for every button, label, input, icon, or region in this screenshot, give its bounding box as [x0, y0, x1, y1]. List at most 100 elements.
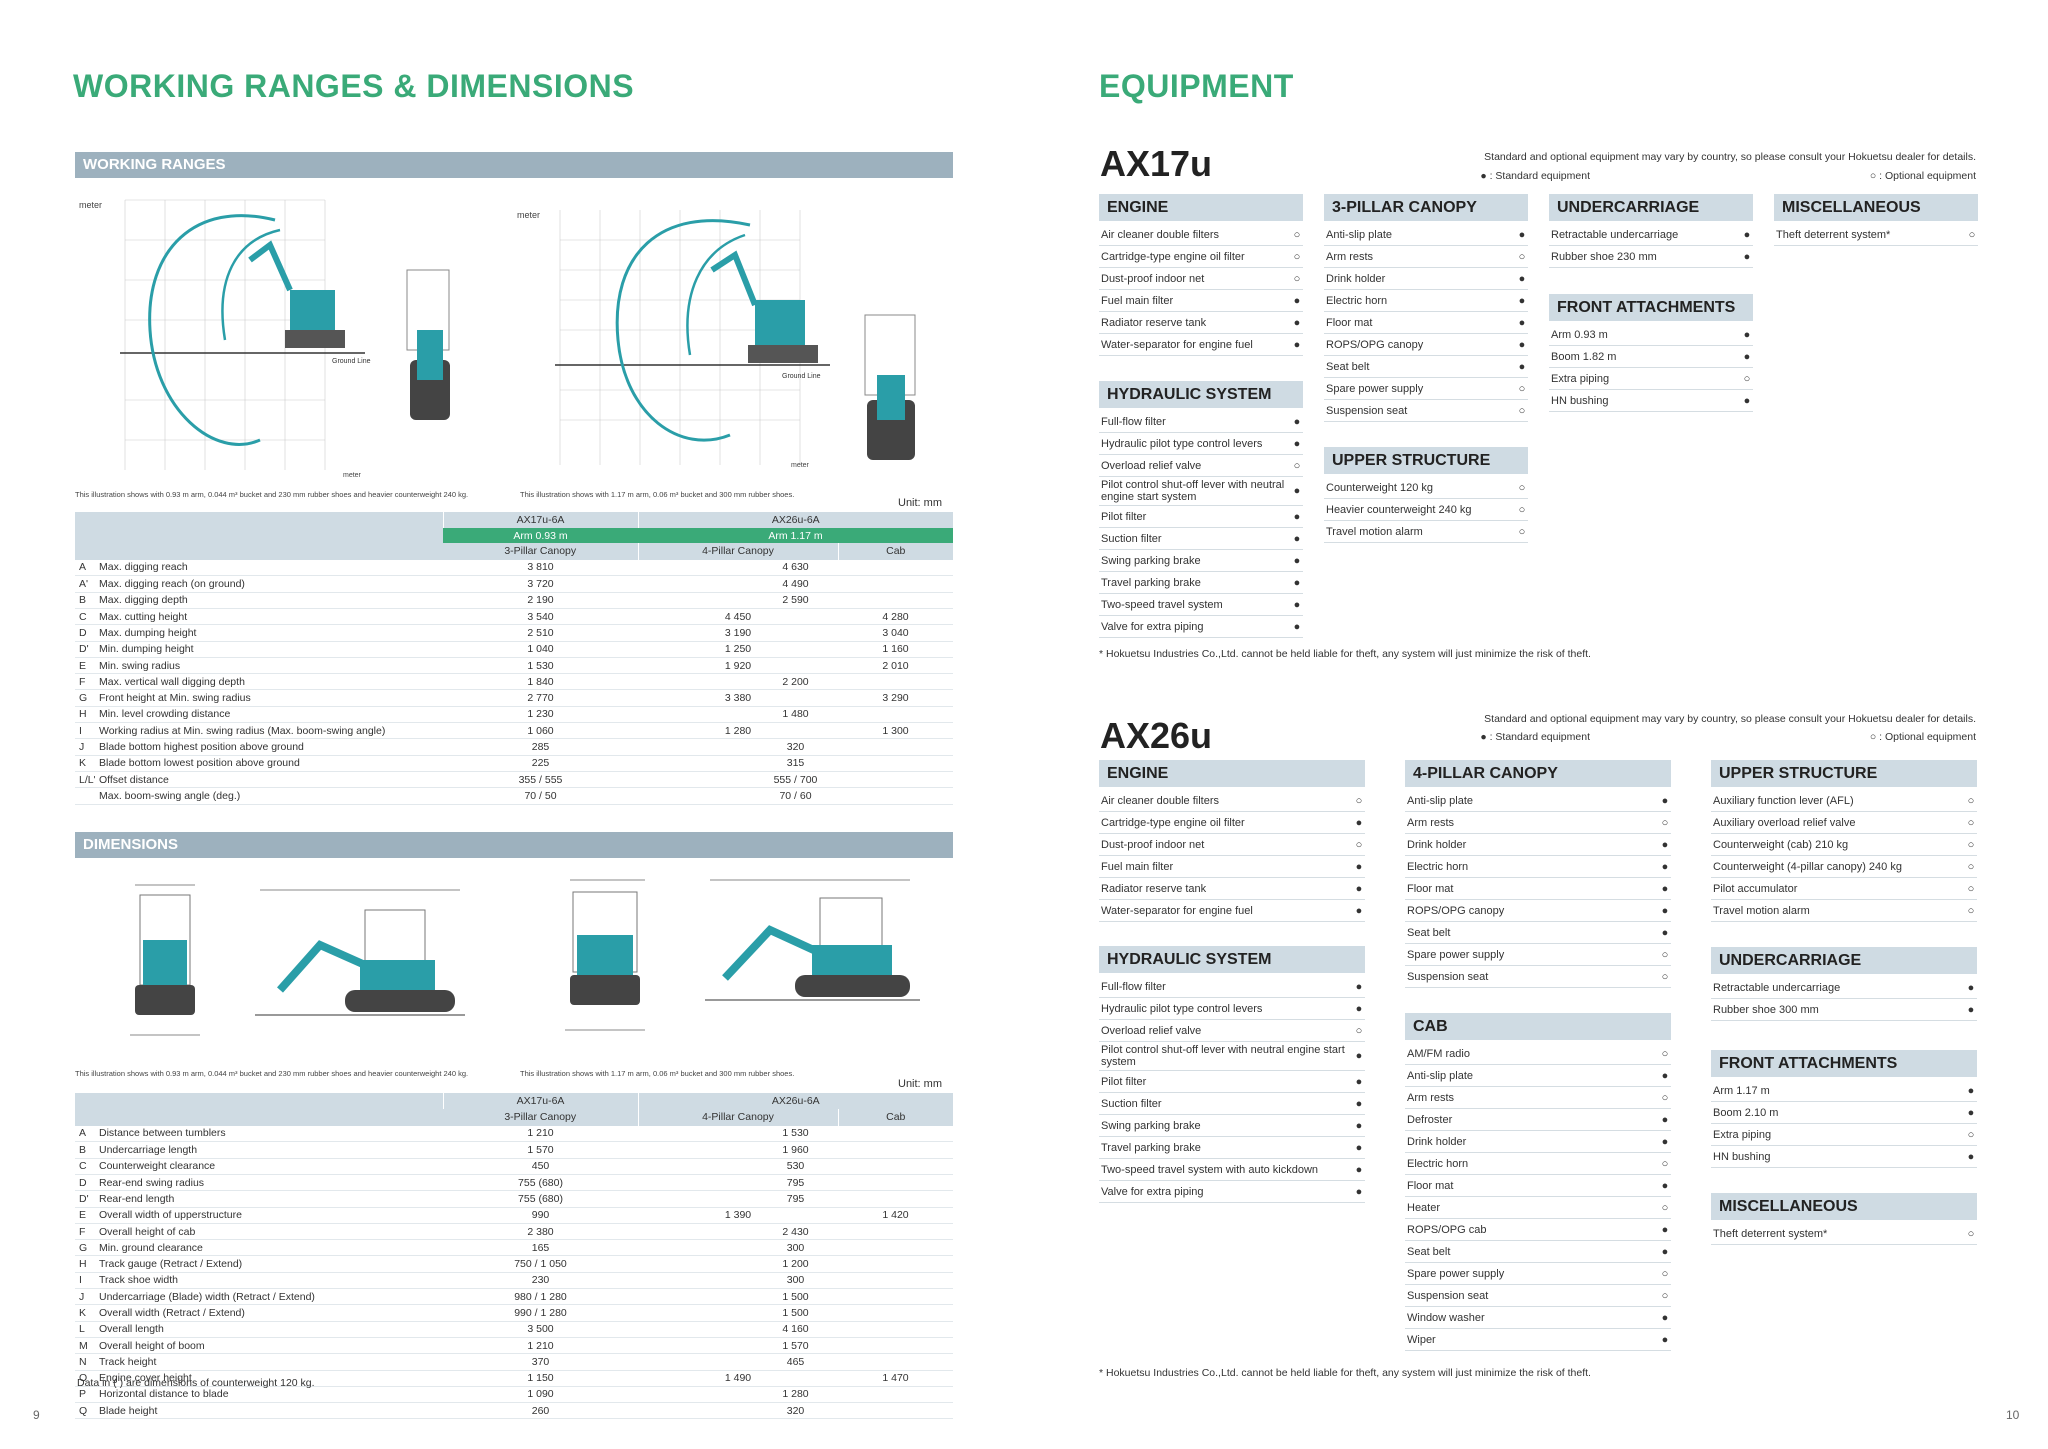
row-label: Min. dumping height	[95, 641, 443, 658]
equipment-label: Arm rests	[1407, 816, 1455, 829]
standard-dot-icon: ●	[1355, 1163, 1363, 1176]
equipment-item: Floor mat●	[1405, 878, 1671, 900]
row-value: 1 250	[638, 641, 838, 658]
equipment-label: ROPS/OPG cab	[1407, 1223, 1487, 1236]
row-label: Max. digging reach	[95, 559, 443, 577]
equipment-item: Water-separator for engine fuel ●	[1099, 334, 1303, 356]
row-key: C	[75, 608, 95, 626]
row-value: 1 570	[443, 1141, 638, 1159]
equipment-item: Auxiliary function lever (AFL)○	[1711, 790, 1977, 812]
working-ranges-bar: WORKING RANGES	[75, 152, 953, 178]
standard-dot-icon: ●	[1293, 294, 1301, 307]
equipment-label: Extra piping	[1551, 372, 1610, 385]
row-label: Min. swing radius	[95, 657, 443, 675]
row-label: Rear-end length	[95, 1190, 443, 1208]
row-value: 1 470	[838, 1370, 953, 1387]
optional-circle-icon: ○	[1518, 382, 1526, 395]
equipment-item: Heavier counterweight 240 kg○	[1324, 499, 1528, 521]
row-key: D	[75, 1174, 95, 1192]
standard-dot-icon: ●	[1355, 1002, 1363, 1015]
equipment-item: Full-flow filter●	[1099, 411, 1303, 433]
equipment-label: Overload relief valve	[1101, 459, 1202, 472]
equipment-item: ROPS/OPG canopy●	[1405, 900, 1671, 922]
equipment-item: Boom 1.82 m●	[1549, 346, 1753, 368]
dimensions-caption-2: This illustration shows with 1.17 m arm,…	[520, 1069, 795, 1078]
optional-circle-icon: ○	[1355, 838, 1363, 851]
standard-dot-icon: ●	[1293, 532, 1301, 545]
row-value: 70 / 50	[443, 787, 638, 805]
row-key: B	[75, 1141, 95, 1159]
dimensions-bar: DIMENSIONS	[75, 832, 953, 858]
standard-dot-icon: ●	[1661, 1069, 1669, 1082]
equipment-label: ROPS/OPG canopy	[1326, 338, 1424, 351]
standard-dot-icon: ●	[1293, 338, 1301, 351]
equipment-label: Water-separator for engine fuel	[1101, 338, 1253, 351]
equipment-item: Rubber shoe 300 mm●	[1711, 999, 1977, 1021]
wr-config-3: Cab	[837, 543, 953, 560]
row-value: 320	[638, 738, 953, 756]
optional-circle-icon: ○	[1661, 816, 1669, 829]
equipment-item: Wiper●	[1405, 1329, 1671, 1351]
ax26u-legend-optional: ○ : Optional equipment	[1869, 731, 1976, 743]
equipment-item: Extra piping○	[1549, 368, 1753, 390]
equipment-label: HN bushing	[1713, 1150, 1771, 1163]
equipment-label: ROPS/OPG canopy	[1407, 904, 1505, 917]
dimensions-front-diagram-ax26u	[565, 879, 645, 1031]
equipment-item: AM/FM radio○	[1405, 1043, 1671, 1065]
equipment-label: Cartridge-type engine oil filter	[1101, 816, 1245, 829]
standard-dot-icon: ●	[1293, 598, 1301, 611]
row-value: 4 450	[638, 608, 838, 626]
section-heading: MISCELLANEOUS	[1774, 194, 1978, 221]
standard-dot-icon: ●	[1967, 1084, 1975, 1097]
optional-circle-icon: ○	[1967, 882, 1975, 895]
row-label: Blade bottom highest position above grou…	[95, 738, 443, 756]
equipment-label: Arm 0.93 m	[1551, 328, 1608, 341]
optional-circle-icon: ○	[1967, 904, 1975, 917]
equipment-label: Cartridge-type engine oil filter	[1101, 250, 1245, 263]
row-value: 2 770	[443, 689, 638, 707]
equipment-item: Drink holder●	[1324, 268, 1528, 290]
equipment-label: Spare power supply	[1407, 1267, 1505, 1280]
row-value: 1 490	[638, 1370, 838, 1387]
standard-dot-icon: ●	[1967, 1106, 1975, 1119]
row-value: 260	[443, 1402, 638, 1420]
equipment-label: Defroster	[1407, 1113, 1453, 1126]
row-value: 450	[443, 1158, 638, 1175]
equipment-item: Swing parking brake●	[1099, 1115, 1365, 1137]
equipment-item: Seat belt●	[1405, 1241, 1671, 1263]
row-label: Max. digging reach (on ground)	[95, 575, 443, 593]
equipment-label: Electric horn	[1326, 294, 1388, 307]
equipment-item: Pilot accumulator○	[1711, 878, 1977, 900]
equipment-label: Spare power supply	[1326, 382, 1424, 395]
row-value: 4 630	[638, 559, 953, 577]
working-ranges-caption-1: This illustration shows with 0.93 m arm,…	[75, 490, 469, 499]
row-label: Offset distance	[95, 771, 443, 789]
equipment-item: Rubber shoe 230 mm●	[1549, 246, 1753, 268]
equipment-item: Theft deterrent system*○	[1711, 1223, 1977, 1245]
row-value: 225	[443, 755, 638, 772]
wr-model-2: AX26u-6A	[637, 512, 953, 529]
equipment-label: Boom 1.82 m	[1551, 350, 1617, 363]
row-key: N	[75, 1353, 95, 1371]
row-value: 1 500	[638, 1304, 953, 1322]
wr-model-1: AX17u-6A	[442, 512, 638, 529]
row-label: Track shoe width	[95, 1272, 443, 1290]
row-value: 1 150	[443, 1370, 638, 1387]
row-value: 4 280	[838, 608, 953, 626]
optional-circle-icon: ○	[1293, 459, 1301, 472]
ax26u-note: Standard and optional equipment may vary…	[1484, 713, 1976, 725]
page-title-left: WORKING RANGES & DIMENSIONS	[73, 68, 635, 104]
equipment-item: Travel parking brake●	[1099, 572, 1303, 594]
row-label: Working radius at Min. swing radius (Max…	[95, 722, 443, 740]
standard-dot-icon: ●	[1293, 316, 1301, 329]
equipment-item: Suspension seat○	[1405, 1285, 1671, 1307]
equipment-label: Water-separator for engine fuel	[1101, 904, 1253, 917]
dimensions-front-diagram-ax17u	[130, 884, 200, 1036]
optional-circle-icon: ○	[1968, 228, 1976, 241]
equipment-item: Spare power supply○	[1405, 944, 1671, 966]
equipment-label: Travel parking brake	[1101, 576, 1201, 589]
